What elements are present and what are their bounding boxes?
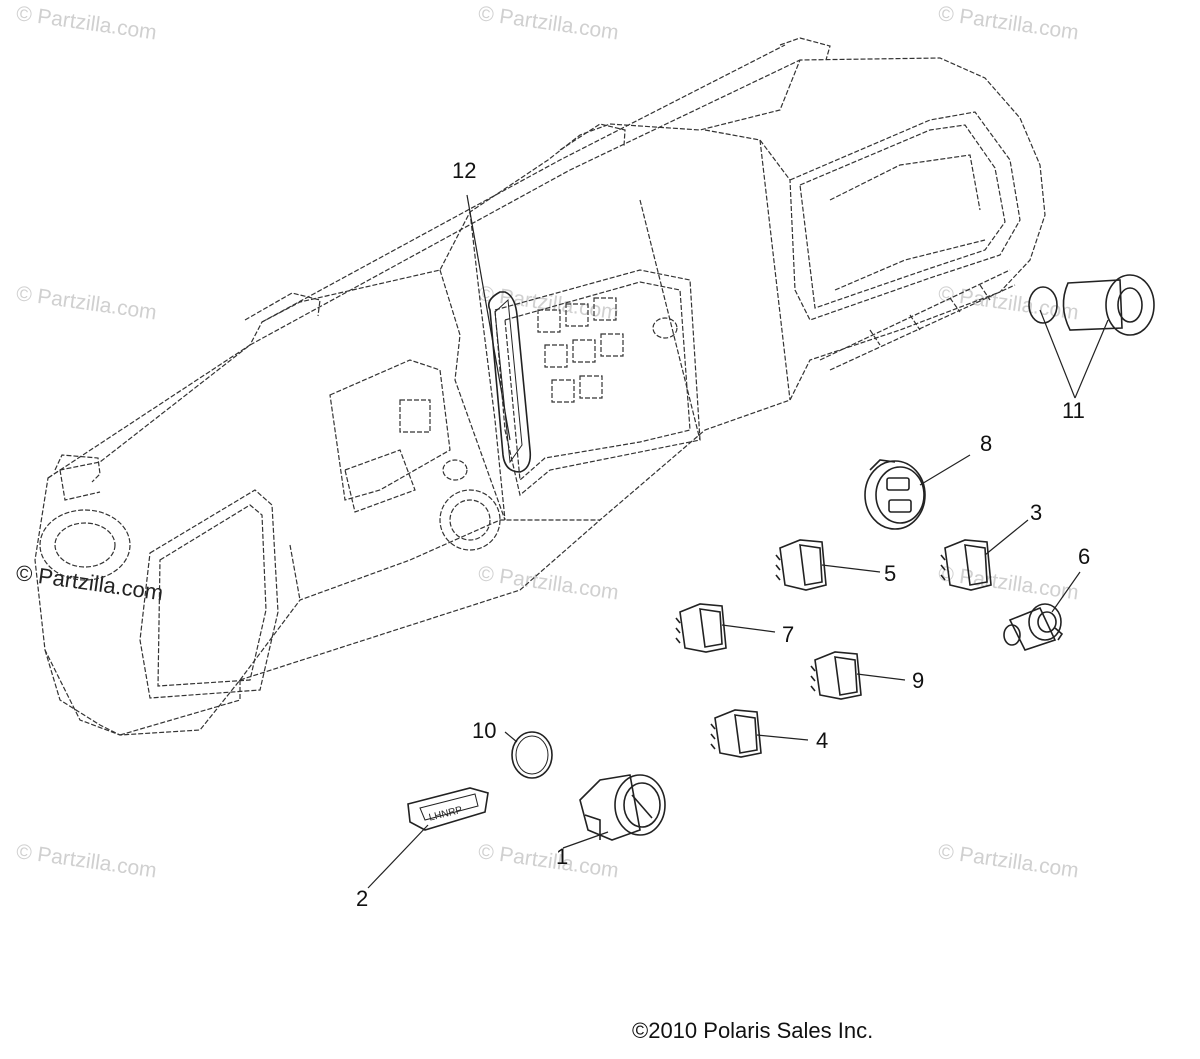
callout-2: 2: [356, 886, 369, 911]
callout-12: 12: [452, 158, 477, 183]
dashboard-outline: [34, 57, 1046, 736]
cluster-bezel: [494, 269, 701, 497]
callout-1: 1: [556, 844, 569, 869]
gear-indicator-part-2: LHNRP: [407, 787, 489, 831]
left-opening: [139, 489, 279, 699]
copyright-notice: ©2010 Polaris Sales Inc.: [632, 1018, 874, 1043]
callout-10: 10: [472, 718, 497, 743]
rocker-switch-part-4: [710, 709, 762, 758]
rocker-switch-part-5: [775, 539, 827, 591]
o-ring-part-10: [511, 731, 553, 779]
callout-3: 3: [1030, 500, 1043, 525]
ignition-switch-part-1: [579, 774, 666, 841]
callout-7: 7: [782, 622, 795, 647]
callout-8: 8: [980, 431, 993, 456]
grommet-part-11: [1028, 286, 1058, 324]
rocker-switch-part-7: [675, 603, 727, 653]
rocker-switch-part-3: [940, 539, 992, 591]
rocker-switch-part-9: [810, 651, 862, 700]
gasket-part-12: [487, 291, 532, 473]
callout-9: 9: [912, 668, 925, 693]
leader-lines: [367, 194, 1109, 889]
callout-5: 5: [884, 561, 897, 586]
usb-socket-part-8: [864, 460, 926, 530]
power-socket-part-6: [1008, 606, 1057, 651]
callout-6: 6: [1078, 544, 1091, 569]
plug-part-11: [1062, 279, 1123, 331]
right-opening: [789, 111, 1021, 321]
callout-11: 11: [1062, 398, 1085, 423]
callout-4: 4: [816, 728, 829, 753]
